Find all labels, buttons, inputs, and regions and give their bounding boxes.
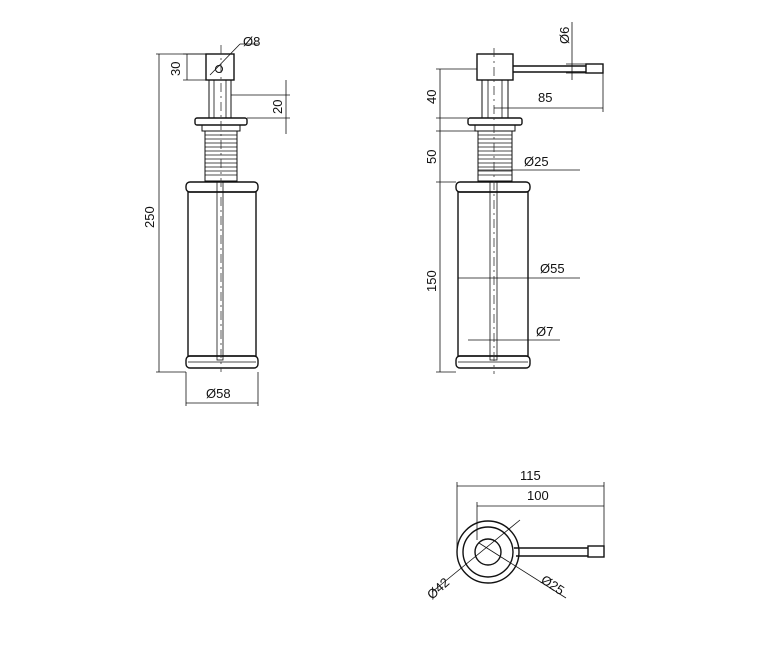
side-view: Ø6 40 85 50 Ø25 150 Ø55: [424, 22, 604, 374]
side-tube: [489, 181, 498, 361]
pump-head: [205, 53, 235, 81]
flange-circle: [456, 520, 520, 584]
label-bottle-dia: Ø58: [206, 386, 231, 401]
label-neck-height: 20: [270, 100, 285, 114]
label-bottle-dia-side: Ø55: [540, 261, 565, 276]
side-thread: [477, 130, 513, 182]
head-hole: [215, 65, 223, 73]
front-view: Ø8 30 20 250 Ø58: [142, 34, 290, 406]
flange-inner-circle: [462, 526, 514, 578]
label-thread-height: 50: [424, 150, 439, 164]
side-flange: [467, 117, 523, 126]
label-bottle-height: 150: [424, 270, 439, 292]
side-pump-head: [476, 53, 514, 81]
label-spout-dia: Ø6: [557, 27, 572, 44]
top-view: 115 100 Ø42 Ø25: [424, 468, 605, 602]
label-spout-height: 40: [424, 90, 439, 104]
side-dimensions: Ø6 40 85 50 Ø25 150 Ø55: [424, 22, 604, 373]
label-spout-reach: 85: [538, 90, 552, 105]
label-thread-dia: Ø25: [524, 154, 549, 169]
label-head-height: 30: [168, 62, 183, 76]
side-bottle: [455, 181, 531, 369]
label-tube-dia: Ø7: [536, 324, 553, 339]
pump-neck: [208, 79, 232, 119]
label-total-height: 250: [142, 206, 157, 228]
bottle: [185, 181, 259, 369]
side-flange-nut: [474, 124, 516, 132]
label-body-dia: Ø25: [538, 572, 567, 598]
front-dimensions: Ø8 30 20 250 Ø58: [142, 34, 290, 406]
body-circle: [474, 538, 502, 566]
label-top-spout-reach: 100: [527, 488, 549, 503]
side-pump-neck: [481, 79, 509, 119]
top-spout-tip: [587, 545, 605, 558]
spout-tip: [585, 63, 604, 74]
tube: [216, 181, 224, 361]
label-head-dia: Ø8: [243, 34, 260, 49]
label-overall-reach: 115: [520, 468, 541, 483]
